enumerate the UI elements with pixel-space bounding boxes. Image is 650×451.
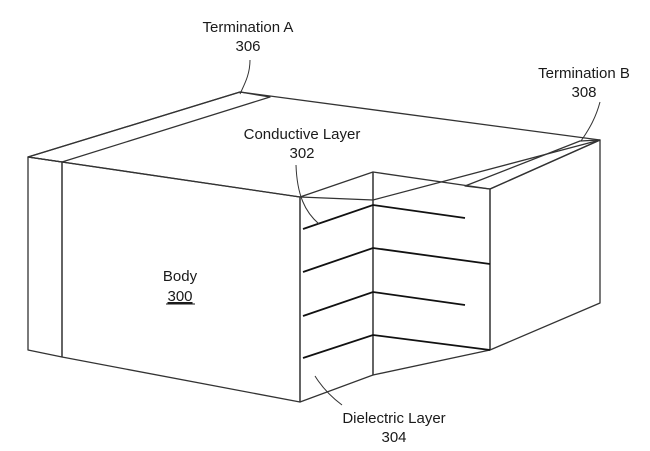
conductive-layer-line	[302, 291, 466, 317]
conductive-layer-leader	[295, 164, 320, 225]
cutaway-left-face	[299, 171, 374, 403]
termination-b-number: 308	[571, 84, 596, 101]
termination-a-number: 306	[235, 38, 260, 55]
conductive-layer-line	[302, 204, 466, 230]
termination-a-front-face	[27, 156, 63, 358]
dielectric-layer-label: Dielectric Layer	[342, 410, 445, 427]
termination-b-leader	[580, 101, 601, 142]
termination-a-leader	[239, 59, 251, 95]
termination-b-top-band	[464, 139, 601, 190]
dielectric-layer-number: 304	[381, 429, 406, 446]
termination-a-label: Termination A	[203, 19, 294, 36]
termination-a-top-band	[27, 91, 271, 163]
body-label: Body	[163, 268, 198, 285]
termination-b-label: Termination B	[538, 65, 630, 82]
conductive-layer-number: 302	[289, 145, 314, 162]
conductive-layer-label: Conductive Layer	[244, 126, 361, 143]
conductive-layers	[302, 204, 491, 359]
body-number: 300	[167, 288, 192, 305]
cutaway-right-face	[372, 171, 491, 376]
conductive-layer-line	[302, 247, 491, 273]
dielectric-layer-leader	[314, 375, 343, 406]
conductive-layer-line	[302, 334, 491, 359]
termination-b-end-face	[489, 139, 601, 351]
